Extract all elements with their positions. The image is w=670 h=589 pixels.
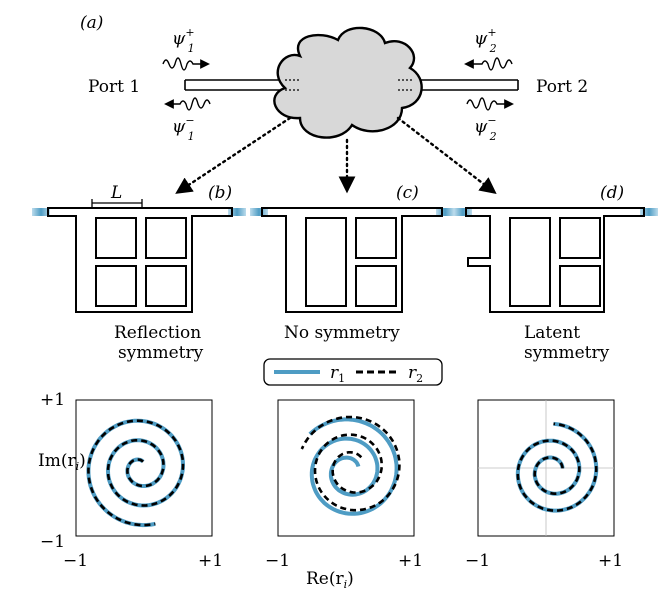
plot-b-r2-curve xyxy=(87,419,185,527)
xtick-d-right: +1 xyxy=(598,551,623,571)
legend-r2-label: r2 xyxy=(408,363,423,385)
length-marker xyxy=(91,199,143,207)
caption-b-line2: symmetry xyxy=(118,343,204,363)
ylabel: Im(ri) xyxy=(38,451,86,473)
xtick-c-left: −1 xyxy=(265,551,290,571)
ytick-bottom: −1 xyxy=(40,532,65,552)
port2-label: Port 2 xyxy=(536,77,588,97)
wave-psi2-in xyxy=(464,57,513,71)
plot-c-r2-curve xyxy=(300,415,401,512)
panel-label-b: (b) xyxy=(208,183,232,203)
xtick-b-right: +1 xyxy=(198,551,223,571)
xtick-b-left: −1 xyxy=(63,551,88,571)
caption-c-line1: No symmetry xyxy=(284,323,400,343)
panel-label-a: (a) xyxy=(80,13,103,33)
psi2-minus-label: ψ−2 xyxy=(474,114,497,143)
ytick-top: +1 xyxy=(40,390,65,410)
caption-d-line2: symmetry xyxy=(524,343,610,363)
scattering-cloud xyxy=(273,26,423,139)
wave-psi2-out xyxy=(466,97,514,111)
panel-label-d: (d) xyxy=(600,183,624,203)
plot-d-r2-curve xyxy=(516,422,598,512)
graph-c xyxy=(261,207,443,313)
xlabel: Re(ri) xyxy=(306,569,354,589)
caption-b-line1: Reflection xyxy=(114,323,201,343)
plot-b xyxy=(75,399,213,537)
psi2-plus-label: ψ+2 xyxy=(474,26,497,55)
waveguide-inside-cloud xyxy=(285,79,412,91)
graph-d xyxy=(465,207,645,313)
arrow-to-d xyxy=(396,116,497,195)
caption-d-line1: Latent xyxy=(524,323,580,343)
graph-b xyxy=(47,207,233,313)
legend-r1-label: r1 xyxy=(330,363,345,385)
legend: r1 r2 xyxy=(263,358,443,386)
arrow-to-b xyxy=(175,116,292,194)
wave-psi1-out xyxy=(164,97,211,111)
xtick-c-right: +1 xyxy=(398,551,423,571)
panel-label-c: (c) xyxy=(396,183,419,203)
plot-c-r1-curve xyxy=(308,417,399,516)
psi1-plus-label: ψ+1 xyxy=(172,26,195,55)
waveguide-left xyxy=(184,79,290,91)
port1-label: Port 1 xyxy=(88,77,140,97)
xtick-d-left: −1 xyxy=(465,551,490,571)
plot-c xyxy=(277,399,415,537)
wave-psi1-in xyxy=(162,57,210,71)
psi1-minus-label: ψ−1 xyxy=(172,114,195,143)
length-label: L xyxy=(110,183,122,203)
port-stubs xyxy=(32,208,658,216)
plot-d xyxy=(477,399,615,537)
